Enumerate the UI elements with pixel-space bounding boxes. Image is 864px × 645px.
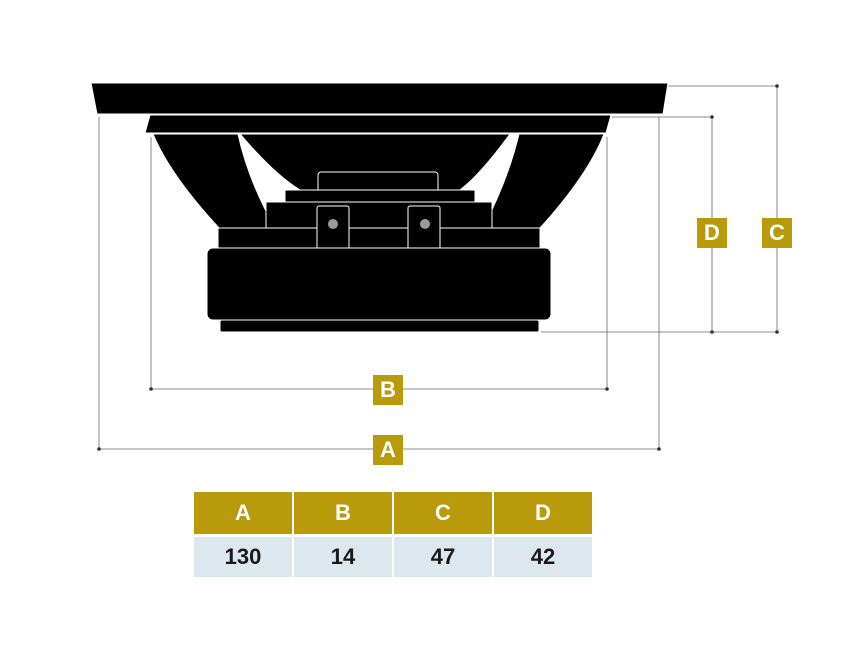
table-header-b: B [294, 492, 392, 534]
table-cell-a: 130 [194, 534, 292, 577]
speaker-magnet [206, 247, 552, 321]
table-header-d: D [494, 492, 592, 534]
dimension-end-dots [97, 84, 779, 451]
speaker-basket-right-arm [482, 133, 605, 229]
speaker-back-plate [219, 319, 540, 333]
speaker-silhouette [90, 82, 669, 333]
table-cell-c: 47 [394, 534, 492, 577]
table-row: 130 14 47 42 [194, 534, 592, 577]
dimension-label-c: C [762, 218, 792, 248]
speaker-flange [90, 82, 669, 115]
table-cell-b: 14 [294, 534, 392, 577]
speaker-frame [265, 201, 493, 231]
dimension-table: A B C D 130 14 47 42 [192, 492, 594, 577]
table-header-row: A B C D [194, 492, 592, 534]
dimension-label-b: B [373, 375, 403, 405]
table-header-a: A [194, 492, 292, 534]
table-cell-d: 42 [494, 534, 592, 577]
table-header-c: C [394, 492, 492, 534]
terminal-screws [328, 219, 430, 229]
speaker-top-plate [217, 227, 541, 249]
terminal-screw-right [420, 219, 430, 229]
terminal-screw-left [328, 219, 338, 229]
dimension-label-d: D [697, 218, 727, 248]
speaker-dimension-diagram [90, 82, 779, 451]
speaker-gasket [144, 114, 612, 134]
dimension-label-a: A [373, 435, 403, 465]
